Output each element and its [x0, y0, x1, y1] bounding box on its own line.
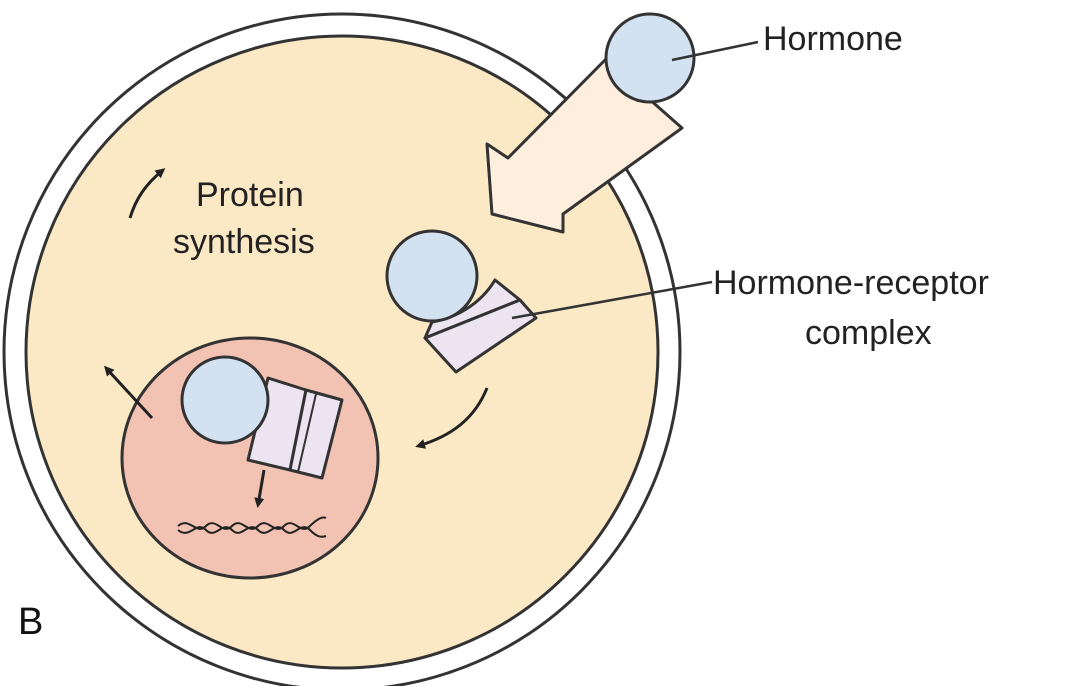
panel-label: B: [18, 601, 43, 643]
hormone-label: Hormone: [763, 20, 903, 58]
protein-synthesis-label-line2: synthesis: [173, 223, 315, 261]
complex-label-line2: complex: [805, 314, 932, 352]
nuclear-hormone: [182, 357, 268, 443]
protein-synthesis-label-line1: Protein: [196, 176, 304, 214]
complex-label-line1: Hormone-receptor: [713, 264, 989, 302]
bound-hormone: [387, 231, 477, 321]
